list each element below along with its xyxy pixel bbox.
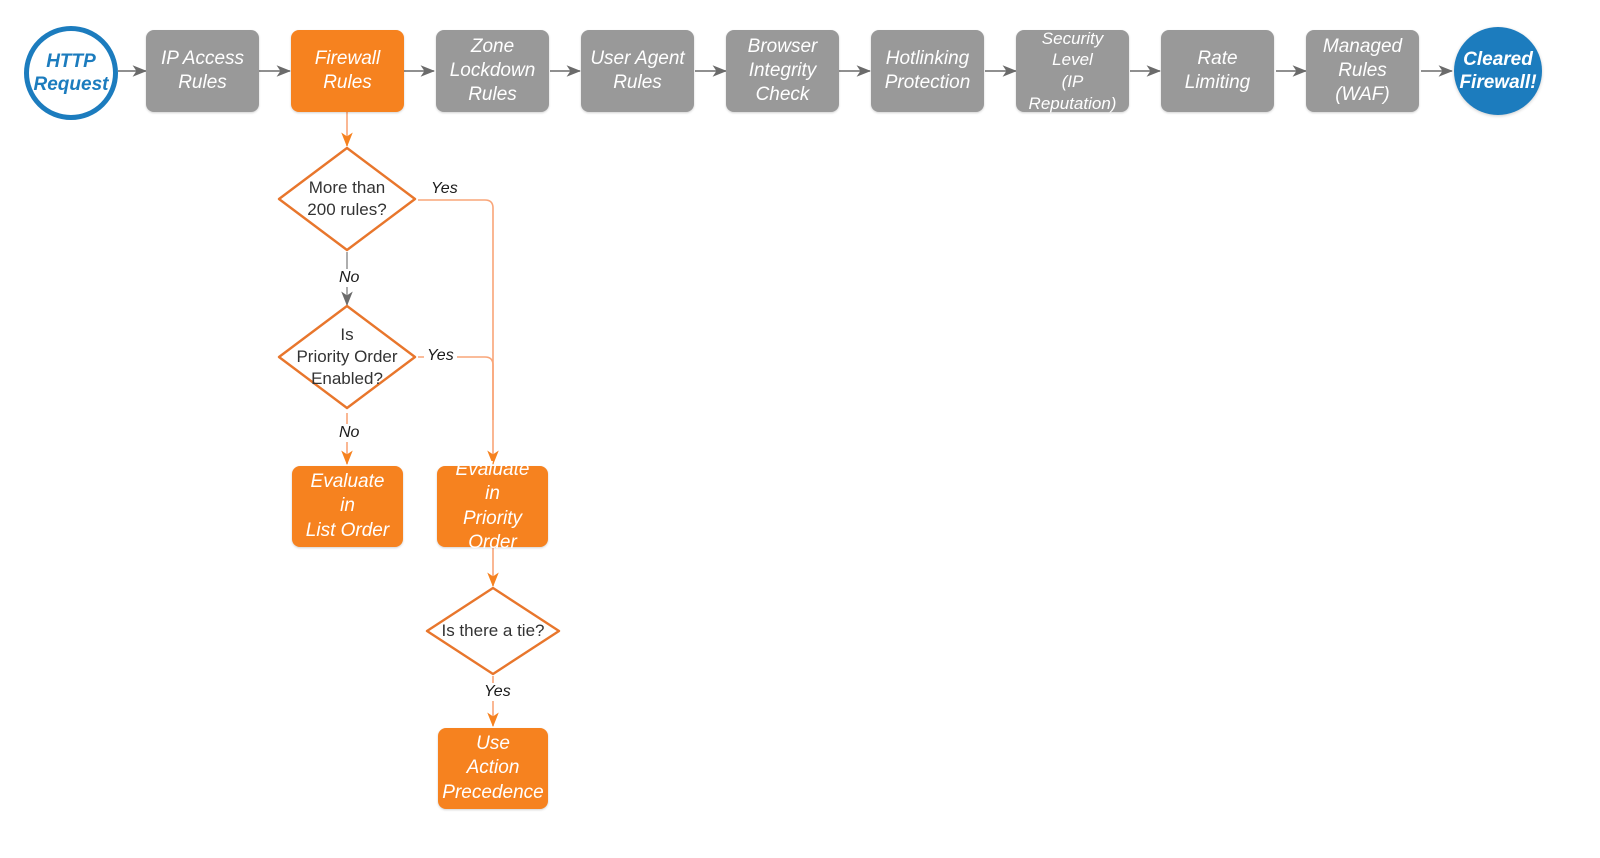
- node-ip-access-rules[interactable]: IP Access Rules: [146, 30, 259, 112]
- use-action-precedence-line-1: Use: [476, 733, 510, 755]
- managed-rules-waf-line-3: (WAF): [1335, 84, 1390, 106]
- node-hotlinking-protection[interactable]: Hotlinking Protection: [871, 30, 984, 112]
- node-cleared-firewall[interactable]: Cleared Firewall!: [1454, 27, 1542, 115]
- user-agent-rules-line-1: User Agent: [590, 47, 685, 69]
- firewall-rules-line-2: Rules: [323, 72, 372, 93]
- edge-label-yes-from-200: Yes: [428, 180, 461, 198]
- node-firewall-rules[interactable]: Firewall Rules: [291, 30, 404, 112]
- rate-limiting-line-2: Limiting: [1184, 72, 1251, 93]
- http-request-line-1: HTTP: [46, 50, 96, 72]
- evaluate-in-list-order-line-1: Evaluate: [310, 471, 385, 493]
- is-priority-order-enabled-line-3: Enabled?: [311, 369, 383, 389]
- node-zone-lockdown-rules[interactable]: Zone Lockdown Rules: [436, 30, 549, 112]
- use-action-precedence-line-2: Action: [466, 757, 520, 779]
- evaluate-in-priority-order-line-3: Priority Order: [462, 507, 523, 553]
- more-than-200-rules-line-1: More than: [308, 177, 386, 197]
- evaluate-in-list-order-line-2: in: [340, 495, 355, 517]
- node-browser-integrity-check[interactable]: Browser Integrity Check: [726, 30, 839, 112]
- rate-limiting-line-1: Rate: [1197, 47, 1238, 69]
- http-request-line-2: Request: [33, 74, 109, 95]
- managed-rules-waf-line-1: Managed: [1322, 35, 1403, 57]
- managed-rules-waf-line-2: Rules: [1338, 59, 1387, 81]
- edge-label-no-from-priority: No: [336, 424, 363, 442]
- security-level-line-3: (IP Reputation): [1028, 72, 1117, 113]
- decision-is-priority-order-enabled[interactable]: Is Priority Order Enabled?: [277, 304, 417, 410]
- node-http-request[interactable]: HTTP Request: [24, 26, 118, 120]
- decision-more-than-200-rules[interactable]: More than 200 rules?: [277, 146, 417, 252]
- cleared-firewall-line-2: Firewall!: [1459, 72, 1537, 93]
- edge-d2-yes-to-priority-order: [418, 356, 494, 420]
- firewall-rules-line-1: Firewall: [314, 47, 381, 69]
- zone-lockdown-rules-line-3: Rules: [468, 84, 517, 106]
- browser-integrity-check-line-3: Check: [755, 84, 810, 106]
- node-use-action-precedence[interactable]: Use Action Precedence: [438, 728, 548, 809]
- edge-label-no-from-200: No: [336, 269, 363, 287]
- evaluate-in-priority-order-line-1: Evaluate: [455, 458, 530, 480]
- decision-is-there-a-tie[interactable]: Is there a tie?: [425, 586, 561, 676]
- diamond-shape: [425, 586, 561, 676]
- security-level-line-1: Security: [1041, 28, 1104, 48]
- node-user-agent-rules[interactable]: User Agent Rules: [581, 30, 694, 112]
- zone-lockdown-rules-line-2: Lockdown: [449, 59, 536, 81]
- node-security-level[interactable]: Security Level (IP Reputation): [1016, 28, 1129, 113]
- node-evaluate-in-list-order[interactable]: Evaluate in List Order: [292, 466, 403, 547]
- is-there-a-tie-line-1: Is there a tie?: [441, 620, 545, 640]
- diamond-shape: [277, 146, 417, 252]
- is-priority-order-enabled-line-2: Priority Order: [296, 346, 398, 366]
- ip-access-rules-line-2: Rules: [178, 72, 227, 93]
- zone-lockdown-rules-line-1: Zone: [470, 35, 515, 57]
- edge-d1-yes-to-priority-order: [418, 199, 499, 465]
- edge-label-yes-from-tie: Yes: [481, 683, 514, 701]
- evaluate-in-priority-order-line-2: in: [485, 483, 500, 505]
- browser-integrity-check-line-1: Browser: [747, 35, 818, 57]
- security-level-line-2: Level: [1052, 50, 1093, 70]
- diamond-shape: [277, 304, 417, 410]
- is-priority-order-enabled-line-1: Is: [340, 324, 354, 344]
- ip-access-rules-line-1: IP Access: [160, 47, 245, 69]
- node-evaluate-in-priority-order[interactable]: Evaluate in Priority Order: [437, 459, 548, 553]
- browser-integrity-check-line-2: Integrity: [748, 59, 817, 81]
- node-managed-rules-waf[interactable]: Managed Rules (WAF): [1306, 30, 1419, 112]
- node-rate-limiting[interactable]: Rate Limiting: [1161, 30, 1274, 112]
- hotlinking-protection-line-1: Hotlinking: [885, 47, 970, 69]
- hotlinking-protection-line-2: Protection: [884, 72, 971, 93]
- use-action-precedence-line-3: Precedence: [442, 781, 544, 803]
- cleared-firewall-line-1: Cleared: [1463, 48, 1533, 70]
- more-than-200-rules-line-2: 200 rules?: [307, 200, 387, 219]
- user-agent-rules-line-2: Rules: [613, 72, 662, 93]
- edge-label-yes-from-priority: Yes: [424, 347, 457, 365]
- evaluate-in-list-order-line-3: List Order: [305, 519, 390, 541]
